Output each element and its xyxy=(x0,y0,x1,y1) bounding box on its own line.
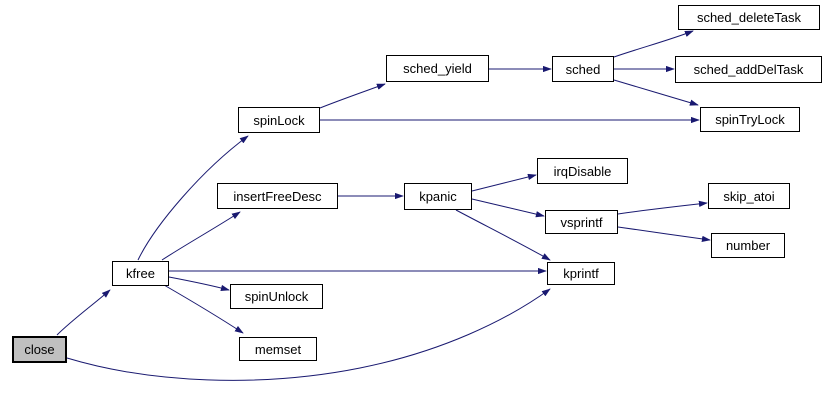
edge-vsprintf-number xyxy=(617,226,711,242)
edge-close-kfree xyxy=(56,289,111,336)
node-memset[interactable]: memset xyxy=(239,337,317,361)
edge-sched-spinTryLock xyxy=(613,79,699,106)
edge-vsprintf-skip_atoi xyxy=(617,200,708,215)
edge-kpanic-irqDisable xyxy=(471,173,537,192)
node-irqDisable[interactable]: irqDisable xyxy=(537,158,628,184)
node-number[interactable]: number xyxy=(711,233,785,258)
node-kpanic[interactable]: kpanic xyxy=(404,183,472,210)
node-vsprintf[interactable]: vsprintf xyxy=(545,210,618,234)
node-kprintf[interactable]: kprintf xyxy=(547,262,615,285)
node-spinLock[interactable]: spinLock xyxy=(238,107,320,133)
edge-kfree-spinUnlock xyxy=(168,276,230,291)
node-skip_atoi[interactable]: skip_atoi xyxy=(708,183,790,209)
node-insertFreeDesc[interactable]: insertFreeDesc xyxy=(217,183,338,209)
node-close: close xyxy=(12,336,67,363)
node-sched[interactable]: sched xyxy=(552,56,614,82)
edge-spinLock-sched_yield xyxy=(319,83,386,109)
node-sched_addDelTask[interactable]: sched_addDelTask xyxy=(675,56,822,83)
node-sched_yield[interactable]: sched_yield xyxy=(386,55,489,82)
edge-sched-sched_deleteTask xyxy=(613,30,694,58)
edge-kfree-memset xyxy=(163,284,244,334)
node-sched_deleteTask[interactable]: sched_deleteTask xyxy=(678,5,820,30)
edge-kpanic-kprintf xyxy=(455,209,551,261)
edge-kfree-insertFreeDesc xyxy=(161,211,241,261)
node-spinUnlock[interactable]: spinUnlock xyxy=(230,284,323,309)
edge-close-kprintf xyxy=(66,288,551,381)
node-spinTryLock[interactable]: spinTryLock xyxy=(700,107,800,132)
node-kfree[interactable]: kfree xyxy=(112,261,169,286)
edge-kpanic-vsprintf xyxy=(471,198,545,218)
edge-kfree-spinLock xyxy=(137,135,249,261)
